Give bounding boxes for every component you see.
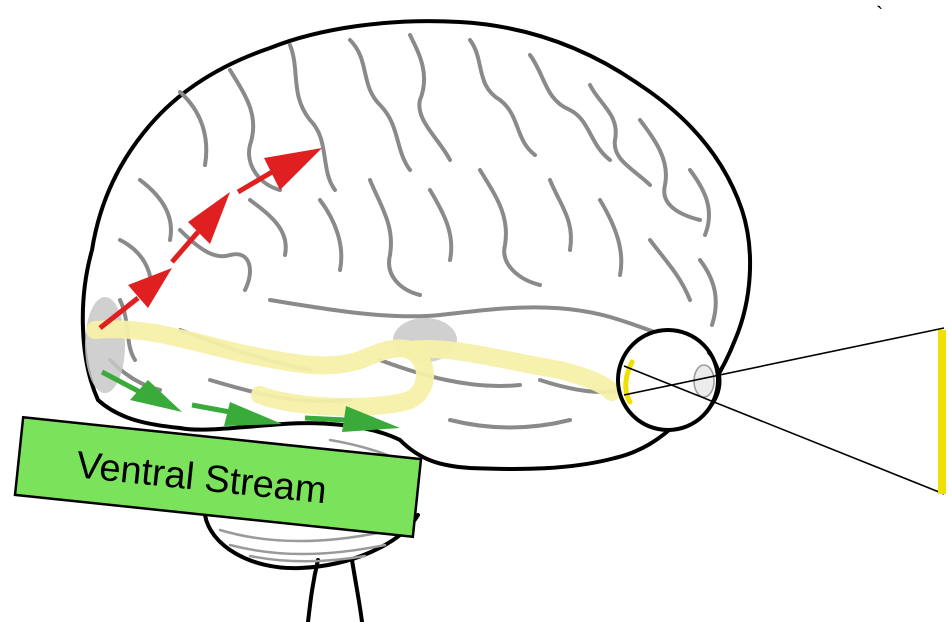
ventral-stream-label: Ventral Stream — [15, 417, 421, 536]
eye-icon — [618, 330, 720, 430]
dorsal-stream-arrows — [100, 148, 322, 328]
tick-mark: ` — [876, 2, 883, 27]
ventral-arrow-1 — [102, 372, 182, 412]
brainstem — [308, 560, 362, 622]
dorsal-arrow-2 — [172, 192, 230, 262]
dorsal-arrow-1 — [100, 268, 172, 328]
visual-field — [938, 330, 946, 494]
